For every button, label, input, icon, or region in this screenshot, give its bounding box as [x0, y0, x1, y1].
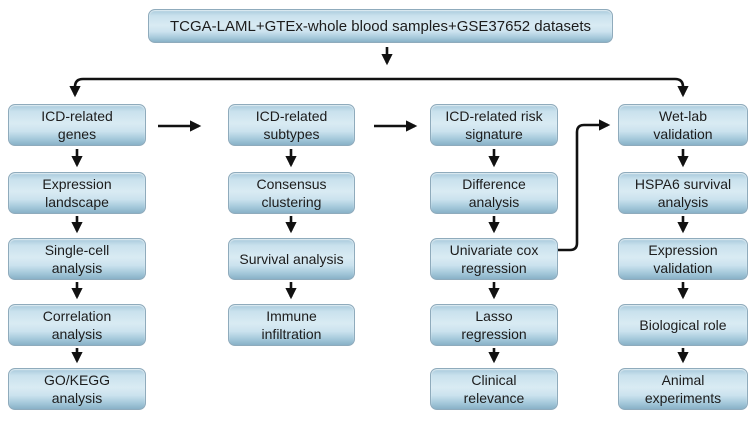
node-wet-lab-validation: Wet-lab validation	[618, 104, 748, 146]
node-expression-validation: Expression validation	[618, 238, 748, 280]
node-correlation-analysis: Correlation analysis	[8, 304, 146, 346]
node-biological-role: Biological role	[618, 304, 748, 346]
branch-connector-icon	[69, 77, 689, 98]
title-box: TCGA-LAML+GTEx-whole blood samples+GSE37…	[148, 9, 613, 43]
node-difference-analysis: Difference analysis	[430, 172, 558, 214]
node-survival-analysis: Survival analysis	[228, 238, 355, 280]
node-immune-infiltration: Immune infiltration	[228, 304, 355, 346]
node-single-cell-analysis: Single-cell analysis	[8, 238, 146, 280]
node-hspa6-survival: HSPA6 survival analysis	[618, 172, 748, 214]
node-univariate-cox: Univariate cox regression	[430, 238, 558, 280]
node-lasso-regression: Lasso regression	[430, 304, 558, 346]
node-expression-landscape: Expression landscape	[8, 172, 146, 214]
node-animal-experiments: Animal experiments	[618, 368, 748, 410]
arrow-cox-to-wetlab-icon	[558, 119, 611, 252]
node-icd-related-subtypes: ICD-related subtypes	[228, 104, 355, 146]
node-consensus-clustering: Consensus clustering	[228, 172, 355, 214]
node-clinical-relevance: Clinical relevance	[430, 368, 558, 410]
node-go-kegg-analysis: GO/KEGG analysis	[8, 368, 146, 410]
node-icd-related-genes: ICD-related genes	[8, 104, 146, 146]
node-icd-risk-signature: ICD-related risk signature	[430, 104, 558, 146]
